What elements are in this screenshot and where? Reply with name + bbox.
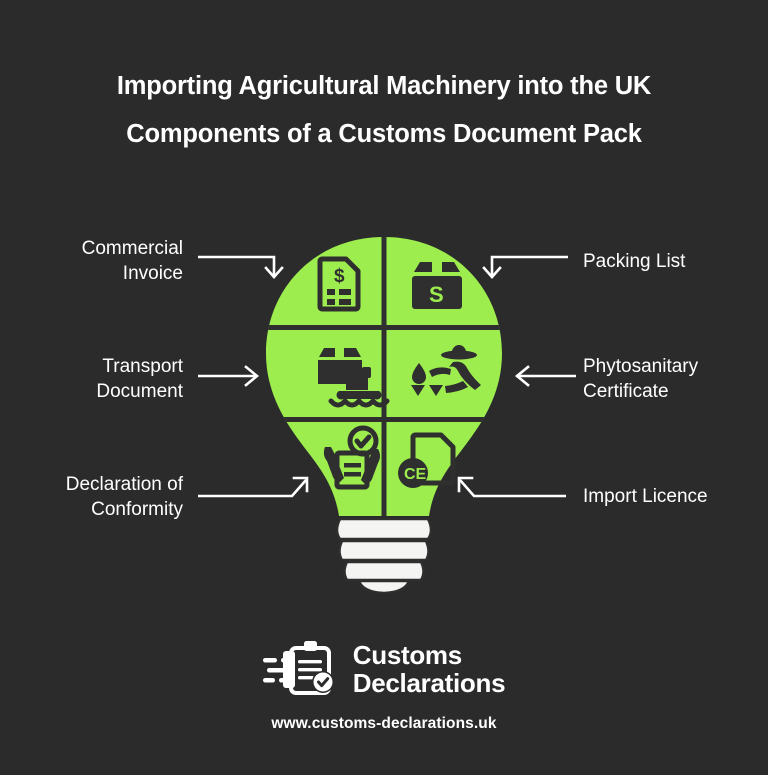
label-declaration-of-conformity: Declaration of Conformity (66, 472, 183, 522)
svg-text:CE: CE (404, 466, 427, 483)
brand-line-1: Customs (352, 640, 462, 670)
page-title: Importing Agricultural Machinery into th… (0, 62, 768, 158)
label-line-1: Declaration of (65, 474, 183, 495)
arrow-import-licence (457, 476, 566, 498)
label-line-2: Invoice (122, 263, 183, 284)
label-line-2: Conformity (91, 499, 183, 520)
light-bulb-diagram: $ S (255, 233, 513, 593)
footer: Customs Declarations www.customs-declara… (0, 640, 768, 733)
label-line-1: Phytosanitary (583, 356, 699, 377)
grid-line-vertical (381, 237, 387, 516)
title-line-1: Importing Agricultural Machinery into th… (116, 72, 652, 100)
label-line-2: Certificate (583, 381, 669, 402)
arrow-commercial-invoice (198, 255, 284, 279)
label-commercial-invoice: Commercial Invoice (82, 236, 183, 286)
bulb-svg: $ S (266, 237, 502, 593)
package-box-icon: S (412, 262, 462, 309)
title-line-2: Components of a Customs Document Pack (126, 120, 642, 148)
website-url: www.customs-declarations.uk (271, 715, 497, 732)
label-line-1: Packing List (583, 251, 686, 272)
arrow-phytosanitary-certificate (514, 365, 576, 387)
grid-line-horizontal-2 (266, 417, 502, 422)
certificate-check-icon (323, 425, 380, 490)
ce-mark-document-icon: CE (398, 432, 456, 488)
label-line-2: Document (96, 381, 183, 402)
svg-text:S: S (429, 282, 444, 307)
brand-line-2: Declarations (352, 668, 506, 698)
brand-logo: Customs Declarations (262, 640, 506, 698)
svg-text:$: $ (334, 266, 345, 287)
label-line-1: Commercial (81, 238, 183, 259)
bulb-screw-base (335, 517, 433, 593)
arrow-declaration-of-conformity (198, 476, 309, 498)
label-phytosanitary-certificate: Phytosanitary Certificate (583, 354, 698, 404)
cargo-ship-icon (318, 348, 390, 408)
label-line-1: Import Licence (583, 486, 708, 507)
label-packing-list: Packing List (583, 249, 685, 274)
label-line-1: Transport (102, 356, 183, 377)
arrow-packing-list (482, 255, 568, 279)
label-transport-document: Transport Document (96, 354, 183, 404)
brand-wordmark: Customs Declarations (352, 640, 506, 698)
bulb-glass (266, 237, 502, 516)
label-import-licence: Import Licence (583, 484, 708, 509)
grid-line-horizontal-1 (266, 325, 502, 330)
farmer-crops-icon (411, 345, 481, 396)
invoice-dollar-icon: $ (317, 256, 361, 312)
clipboard-check-icon (262, 641, 334, 695)
arrow-transport-document (198, 365, 260, 387)
